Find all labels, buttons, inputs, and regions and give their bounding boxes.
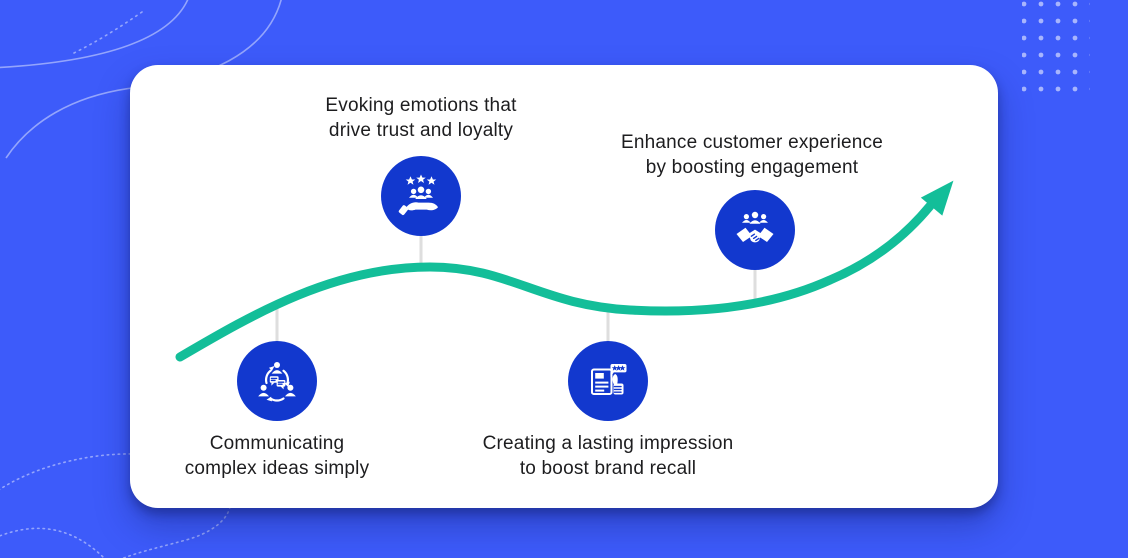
trend-curve: [175, 201, 935, 362]
label-line: complex ideas simply: [184, 458, 370, 479]
node-impression: [568, 341, 648, 421]
label-line: Evoking emotions that: [325, 95, 517, 116]
label-line: drive trust and loyalty: [328, 120, 514, 141]
corner-squiggle-lines: [0, 0, 282, 558]
infographic-card: Communicating complex ideas simply Evoki…: [130, 65, 998, 508]
label-impression: Creating a lasting impression to boost b…: [483, 431, 734, 481]
document-thumbs-up-rating-icon: [591, 364, 627, 395]
label-line: Enhance customer experience: [620, 132, 884, 153]
label-emotions: Evoking emotions that drive trust and lo…: [325, 93, 516, 143]
node-engagement: [715, 190, 795, 270]
people-communication-cycle-icon: [258, 362, 296, 402]
arrowhead-icon: [920, 180, 954, 216]
hand-holding-people-stars-icon: [398, 174, 438, 216]
label-line: by boosting engagement: [645, 157, 859, 178]
label-engagement: Enhance customer experience by boosting …: [621, 130, 883, 180]
handshake-people-icon: [736, 211, 774, 243]
label-line: Communicating: [209, 433, 345, 454]
dot-grid-decoration: [1022, 0, 1090, 92]
node-emotions: [381, 156, 461, 236]
label-line: to boost brand recall: [519, 458, 697, 479]
label-communicating: Communicating complex ideas simply: [185, 431, 370, 481]
label-line: Creating a lasting impression: [482, 433, 734, 454]
node-communicating: [237, 341, 317, 421]
growth-curve: [175, 180, 954, 362]
